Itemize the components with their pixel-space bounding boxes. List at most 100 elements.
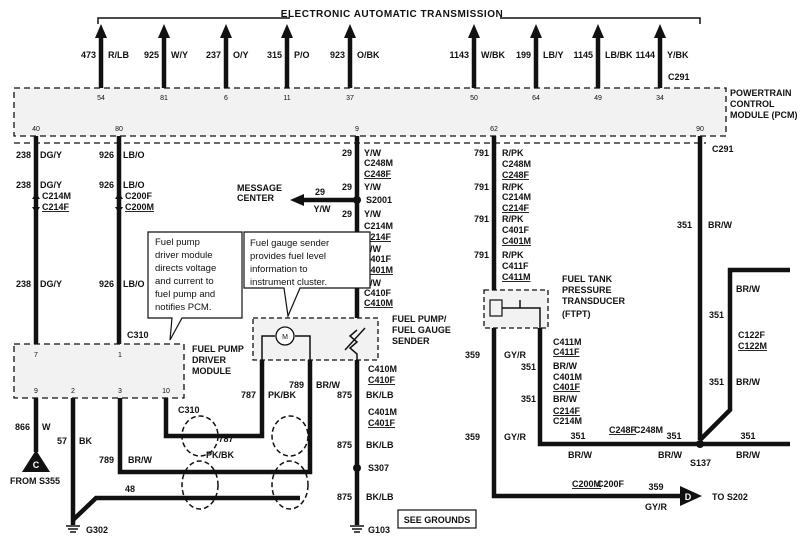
connector-label: C248M (502, 159, 531, 169)
circuit-number: 199 (516, 50, 531, 60)
sender-label-line-1: FUEL PUMP/ (392, 314, 447, 324)
circuit-number: 315 (267, 50, 282, 60)
splice-label: S137 (690, 458, 711, 468)
circuit-number: 473 (81, 50, 96, 60)
sender-label-line-2: FUEL GAUGE (392, 325, 451, 335)
circuit-number: 29 (315, 187, 325, 197)
connector-label: C411M (502, 272, 531, 282)
wire-color: LB/O (123, 279, 145, 289)
connector-label: C214M (553, 416, 582, 426)
wire-color: Y/W (314, 204, 332, 214)
connector-label: C401F (553, 382, 581, 392)
circuit-number: 351 (740, 431, 755, 441)
circuit-number: 875 (337, 492, 352, 502)
driver-pin: 10 (162, 388, 170, 395)
circuit-number: 926 (99, 150, 114, 160)
ftpt-label-line-3: TRANSDUCER (562, 296, 626, 306)
pcm-pin: 54 (97, 95, 105, 102)
circuit-number: 926 (99, 279, 114, 289)
connector-label: C200M (572, 479, 601, 489)
pcm-pin: 9 (355, 126, 359, 133)
driver-label-line-3: MODULE (192, 366, 231, 376)
connector-label: C214M (502, 192, 531, 202)
wire-color: O/Y (233, 50, 249, 60)
wire-color: Y/W (364, 244, 382, 254)
wire-color: LB/O (123, 180, 145, 190)
pcm-pin: 80 (115, 126, 123, 133)
wire-color: DG/Y (40, 279, 62, 289)
pcm-pin: 40 (32, 126, 40, 133)
top-wire-923: 923 O/BK (330, 24, 380, 88)
wire-color: BR/W (736, 450, 760, 460)
wire-359: 359 GY/R 359 GY/R (465, 328, 680, 499)
circuit-number: 926 (99, 180, 114, 190)
circuit-number: 359 (648, 482, 663, 492)
note-driver-module: Fuel pump driver module directs voltage … (147, 231, 243, 341)
ftpt-label-line-1: FUEL TANK (562, 274, 613, 284)
wire-926: 926 LB/O 926 LB/O C200F C200M 926 LB/O C… (99, 136, 154, 344)
circuit-number: 359 (465, 432, 480, 442)
bottom-wire-359: C200M C200F 359 GY/R D TO S202 (572, 479, 748, 512)
circuit-number: 791 (474, 148, 489, 158)
connector-label: C401M (502, 236, 531, 246)
pcm-pin: 64 (532, 95, 540, 102)
connector-label: C214F (502, 203, 530, 213)
pcm-module: POWERTRAIN CONTROL MODULE (PCM) 54 81 6 … (13, 87, 798, 137)
pcm-pin: 62 (490, 126, 498, 133)
wire-875: C410M C410F 875 BK/LB C401M C401F 875 BK… (337, 360, 397, 525)
note-line: Fuel pump (155, 237, 200, 248)
circuit-number: 787 (218, 434, 233, 444)
wire-color: BK/LB (366, 440, 394, 450)
circuit-number: 29 (342, 182, 352, 192)
wire-866: C FROM S355 866 W (10, 398, 60, 486)
circuit-number: 791 (474, 214, 489, 224)
circuit-number: 789 (99, 455, 114, 465)
wire-color: P/O (294, 50, 310, 60)
wire-351-right: C291 351 BR/W (677, 136, 734, 440)
wire-color: BK/LB (366, 390, 394, 400)
ground-label: G302 (86, 525, 108, 535)
pcm-pin: 11 (283, 95, 290, 102)
circuit-number: 29 (342, 148, 352, 158)
connector-label: C248F (609, 425, 637, 435)
circuit-number: 925 (144, 50, 159, 60)
circuit-number: 866 (15, 422, 30, 432)
wire-color: R/LB (108, 50, 129, 60)
connector-label: C411F (553, 347, 580, 357)
ground-g302: G302 (66, 525, 108, 535)
destination-text: TO S202 (712, 492, 748, 502)
connector-label: C200F (597, 479, 625, 489)
circuit-number: 29 (342, 209, 352, 219)
wire-238: 238 DG/Y 238 DG/Y C214M C214F 238 DG/Y (16, 136, 71, 344)
wire-color: W (42, 422, 51, 432)
connector-label: C214M (364, 221, 393, 231)
wire-color: R/PK (502, 214, 524, 224)
connector-label: C122M (738, 341, 767, 351)
circuit-number: 238 (16, 150, 31, 160)
wire-color: BR/W (658, 450, 682, 460)
splice-label: S2001 (366, 195, 392, 205)
circuit-number: 351 (521, 362, 536, 372)
wire-color: BR/W (736, 284, 760, 294)
note-line: fuel pump and (155, 289, 215, 300)
pcm-label-line-3: MODULE (PCM) (730, 110, 798, 120)
ground-label: G103 (368, 525, 390, 535)
ground-g103: G103 (350, 525, 390, 535)
connector-label: C411F (502, 261, 529, 271)
pcm-pin: 90 (696, 126, 704, 133)
splice-label: S307 (368, 463, 389, 473)
circuit-number: 791 (474, 250, 489, 260)
transmission-header: ELECTRONIC AUTOMATIC TRANSMISSION (97, 7, 701, 24)
driver-pin: 3 (118, 388, 122, 395)
wire-color: DG/Y (40, 180, 62, 190)
wire-color: LB/Y (543, 50, 564, 60)
connector-label: C401M (368, 407, 397, 417)
driver-pin: 2 (71, 388, 75, 395)
circuit-number: 351 (677, 220, 692, 230)
circuit-number: 238 (16, 279, 31, 289)
circuit-number: 1143 (449, 50, 469, 60)
wire-color: W/Y (171, 50, 188, 60)
circuit-number: 351 (709, 377, 724, 387)
sender-label-line-3: SENDER (392, 336, 430, 346)
